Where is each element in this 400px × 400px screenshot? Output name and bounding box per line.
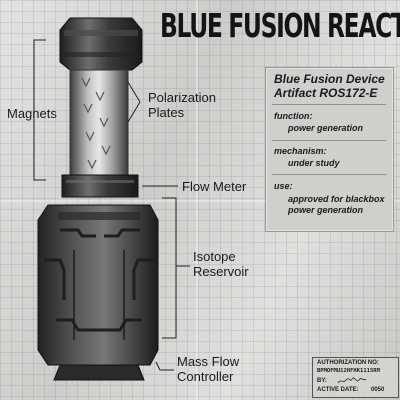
function-value: power generation — [288, 123, 364, 133]
authorization-stamp: AUTHORIZATION NO: BPMOFMU12HFHK1115RM BY… — [312, 357, 399, 398]
mass-flow-base — [53, 364, 145, 381]
page-title: BLUE FUSION REACTOR — [160, 8, 400, 46]
mechanism-label: mechanism: — [274, 146, 327, 156]
isotope-reservoir-body — [37, 204, 159, 366]
artifact-heading: Blue Fusion Device Artifact ROS172-E — [274, 72, 385, 100]
divider — [272, 104, 386, 105]
fold-crease — [196, 0, 198, 400]
flow-meter-label: Flow Meter — [182, 179, 247, 194]
callout-lines — [33, 39, 190, 371]
divider — [272, 140, 386, 141]
authorized-by-label: BY: — [317, 378, 327, 384]
mass-flow-controller-label: Mass Flow Controller — [177, 354, 240, 384]
mechanism-value: under study — [288, 158, 340, 168]
signature-scribble — [337, 377, 367, 384]
divider — [272, 174, 386, 175]
authorization-code: BPMOFMU12HFHK1115RM — [317, 368, 380, 374]
artifact-info-panel: Blue Fusion Device Artifact ROS172-E fun… — [265, 67, 394, 232]
fold-crease — [0, 200, 400, 202]
isotope-reservoir-label: Isotope Reservoir — [193, 249, 249, 279]
function-label: function: — [274, 111, 313, 121]
active-date-label: ACTIVE DATE: — [317, 387, 359, 393]
magnet-cap-top — [59, 17, 143, 71]
polarization-tube — [69, 69, 129, 177]
use-value: approved for blackbox power generation — [288, 194, 385, 215]
active-date-value: 0050 — [371, 387, 385, 393]
authorization-label: AUTHORIZATION NO: — [317, 360, 379, 366]
use-label: use: — [274, 181, 293, 191]
magnets-label: Magnets — [7, 106, 57, 121]
flow-meter-collar — [61, 174, 139, 198]
polarization-plates-label: Polarization Plates — [148, 90, 216, 120]
